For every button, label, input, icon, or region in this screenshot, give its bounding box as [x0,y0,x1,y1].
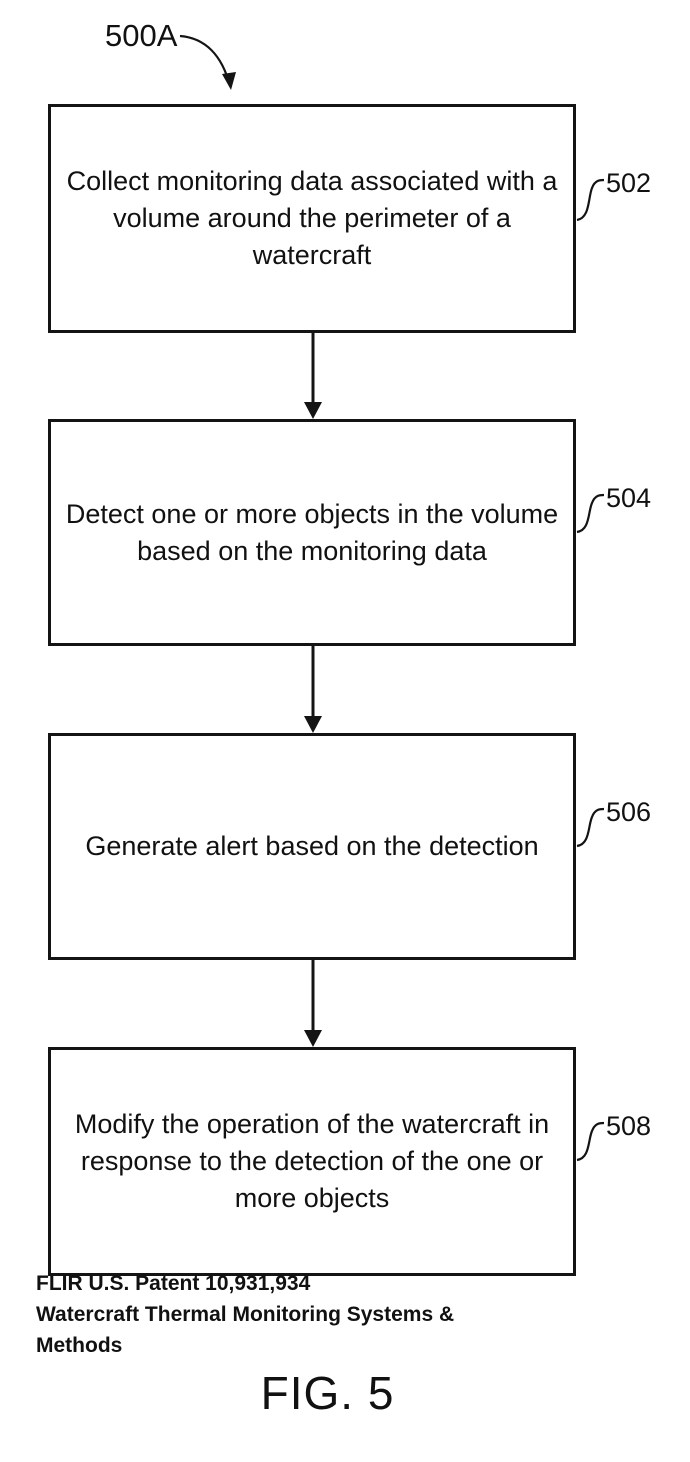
ref-label-502: 502 [606,168,652,198]
step-text-502: Collect monitoring data associated with … [66,166,558,270]
step-box-502: Collect monitoring data associated with … [48,104,576,333]
step-box-504: Detect one or more objects in the volume… [48,419,576,646]
label-pointer-arrowhead [222,72,236,90]
caption-line-1: FLIR U.S. Patent 10,931,934 [36,1272,311,1295]
ref-leader-506 [576,807,605,848]
step-box-508: Modify the operation of the watercraft i… [48,1047,576,1276]
ref-label-506: 506 [606,797,652,827]
patent-caption: FLIR U.S. Patent 10,931,934 Watercraft T… [36,1268,454,1361]
step-text-508: Modify the operation of the watercraft i… [74,1109,550,1213]
diagram-label: 500A [105,18,178,53]
arrowhead-508 [304,1030,322,1047]
ref-leader-502 [576,178,605,222]
ref-leader-504 [576,493,605,534]
ref-leader-508 [576,1121,605,1162]
caption-line-3: Methods [36,1334,123,1357]
step-box-506: Generate alert based on the detection [48,733,576,960]
caption-line-2: Watercraft Thermal Monitoring Systems & [36,1303,455,1326]
step-text-506: Generate alert based on the detection [85,831,539,861]
arrowhead-504 [304,402,322,419]
step-text-504: Detect one or more objects in the volume… [65,498,559,566]
arrowhead-506 [304,716,322,733]
ref-label-508: 508 [606,1111,652,1141]
label-pointer-arrow [179,34,232,87]
ref-label-504: 504 [606,483,652,513]
figure-label: FIG. 5 [260,1367,395,1419]
